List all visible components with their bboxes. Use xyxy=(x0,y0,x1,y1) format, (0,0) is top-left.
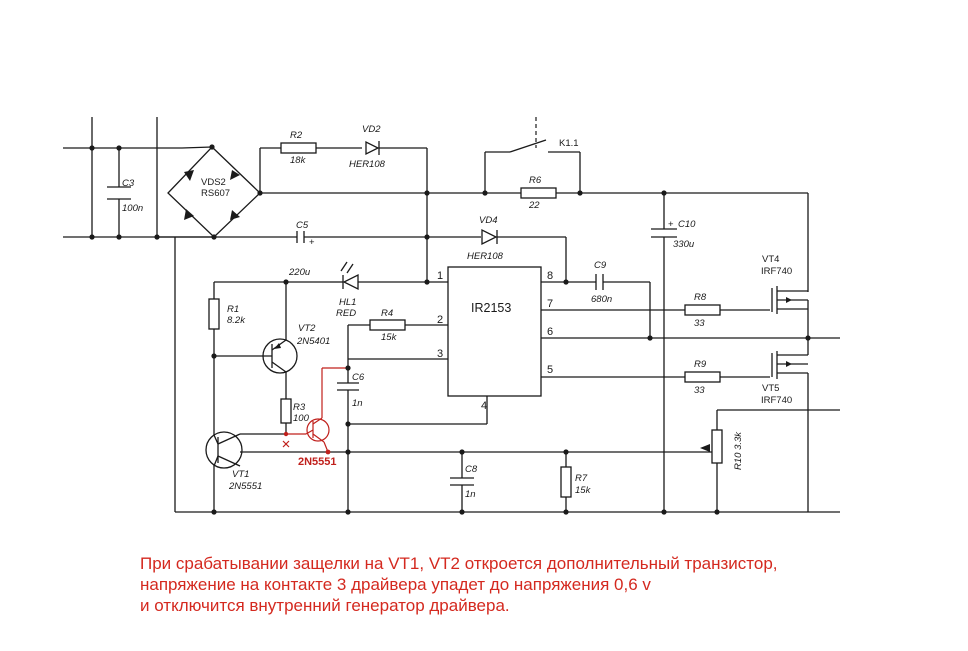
resistor-r1: R1 8.2k xyxy=(208,282,246,512)
mains-input-wires xyxy=(63,117,182,240)
resistor-r7: R7 15k xyxy=(560,452,592,512)
r3-val: 100 xyxy=(293,413,310,424)
r7-val: 15k xyxy=(575,485,592,496)
led-hl1: HL1 RED xyxy=(330,261,359,319)
r3-ref: R3 xyxy=(293,402,306,413)
diode-vd4: VD4 HER108 xyxy=(467,215,504,262)
mosfet-vt4: VT4 IRF740 xyxy=(761,254,809,338)
c9-ref: C9 xyxy=(594,260,607,271)
pin-5: 5 xyxy=(547,364,553,376)
c6-val: 1n xyxy=(352,398,363,409)
note-line-2: напряжение на контакте 3 драйвера упадет… xyxy=(140,575,651,594)
capacitor-c6: C6 1n xyxy=(337,372,365,512)
r9-ref: R9 xyxy=(694,359,707,370)
resistor-r6: R6 22 xyxy=(520,175,557,211)
capacitor-c10: + C10 330u xyxy=(651,193,696,512)
c3-ref: C3 xyxy=(122,178,135,189)
vd4-ref: VD4 xyxy=(479,215,497,226)
resistor-r3: R3 100 xyxy=(280,398,310,434)
c5-val: 220u xyxy=(288,267,311,278)
r8-ref: R8 xyxy=(694,292,707,303)
c5-plus: + xyxy=(309,237,315,248)
r4-ref: R4 xyxy=(381,308,393,319)
capacitor-c3: C3 100n xyxy=(107,178,143,214)
transistor-vt1: VT1 2N5551 xyxy=(205,431,717,492)
vt5-ref: VT5 xyxy=(762,383,779,394)
note-line-1: При срабатывании защелки на VT1, VT2 отк… xyxy=(140,554,778,573)
r7-ref: R7 xyxy=(575,473,588,484)
vt5-val: IRF740 xyxy=(761,395,792,406)
transistor-vt2: VT2 2N5401 xyxy=(214,282,330,399)
r1-ref: R1 xyxy=(227,304,239,315)
r6-ref: R6 xyxy=(529,175,542,186)
r2-ref: R2 xyxy=(290,130,303,141)
pin-8: 8 xyxy=(547,270,553,282)
r6-val: 22 xyxy=(528,200,540,211)
pin-1: 1 xyxy=(437,270,443,282)
capacitor-c5: C5 + 220u xyxy=(288,220,315,278)
relay-contact-k11: K1.1 xyxy=(484,117,581,193)
vds2-val: RS607 xyxy=(201,188,230,199)
pin-6: 6 xyxy=(547,326,553,338)
c5-ref: C5 xyxy=(296,220,309,231)
r8-val: 33 xyxy=(694,318,705,329)
r2-val: 18k xyxy=(290,155,307,166)
c10-plus: + xyxy=(668,219,674,230)
resistor-r2: R2 18k xyxy=(280,130,317,166)
explanation-note: При срабатывании защелки на VT1, VT2 отк… xyxy=(140,553,940,616)
vd2-val: HER108 xyxy=(349,159,386,170)
resistor-r4: R4 15k xyxy=(369,308,406,343)
vt1-ref: VT1 xyxy=(232,469,249,480)
r10-label: R10 3.3k xyxy=(733,431,744,470)
vd4-val: HER108 xyxy=(467,251,504,262)
c8-val: 1n xyxy=(465,489,476,500)
ic-ir2153: IR2153 1 2 3 4 5 6 7 8 xyxy=(437,266,553,412)
note-line-3: и отключится внутренний генератор драйве… xyxy=(140,596,510,615)
vt2-val: 2N5401 xyxy=(296,336,330,347)
vd2-ref: VD2 xyxy=(362,124,381,135)
c8-ref: C8 xyxy=(465,464,478,475)
pin-3: 3 xyxy=(437,348,443,360)
diode-vd2: VD2 HER108 xyxy=(349,124,386,170)
vt1-val: 2N5551 xyxy=(228,481,262,492)
c10-ref: C10 xyxy=(678,219,696,230)
pin-2: 2 xyxy=(437,314,443,326)
pin-7: 7 xyxy=(547,298,553,310)
potentiometer-r10: R10 3.3k xyxy=(700,409,840,512)
added-transistor-2n5551: 2N5551 xyxy=(282,367,348,468)
vds2-ref: VDS2 xyxy=(201,177,226,188)
c9-val: 680n xyxy=(591,294,612,305)
added-transistor-label: 2N5551 xyxy=(298,456,337,468)
vt2-ref: VT2 xyxy=(298,323,316,334)
hl1-val: RED xyxy=(336,308,356,319)
capacitor-c8: C8 1n xyxy=(450,452,478,512)
r9-val: 33 xyxy=(694,385,705,396)
r1-val: 8.2k xyxy=(227,315,246,326)
c6-ref: C6 xyxy=(352,372,365,383)
bridge-rectifier-vds2: VDS2 RS607 xyxy=(167,144,263,240)
r4-val: 15k xyxy=(381,332,398,343)
resistor-r8: R8 33 xyxy=(684,292,721,329)
ic-name: IR2153 xyxy=(471,301,511,315)
k11-label: K1.1 xyxy=(559,138,579,149)
hl1-ref: HL1 xyxy=(339,297,356,308)
c10-val: 330u xyxy=(673,239,695,250)
c3-val: 100n xyxy=(122,203,143,214)
vt4-ref: VT4 xyxy=(762,254,779,265)
pin-4: 4 xyxy=(481,400,487,412)
mosfet-vt5: VT5 IRF740 xyxy=(761,338,809,512)
vt4-val: IRF740 xyxy=(761,266,792,277)
resistor-r9: R9 33 xyxy=(684,359,721,396)
